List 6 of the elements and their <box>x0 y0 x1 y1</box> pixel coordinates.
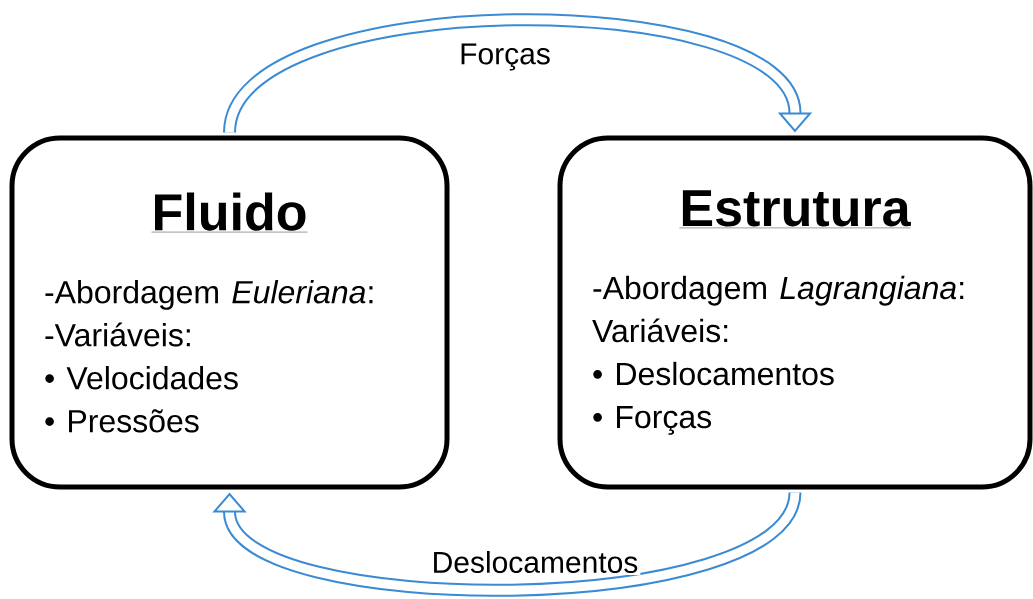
curved-arrow <box>223 13 813 135</box>
rounded-box: Fluido -Abordagem Euleriana: -Variáveis: • Velocidades • Pressões <box>9 135 450 490</box>
rounded-box: Estrutura -Abordagem Lagrangiana: Variáveis: • Deslocamentos • Forças <box>557 135 1033 490</box>
curved-arrow <box>212 490 802 597</box>
edge-label: Forças <box>457 41 553 73</box>
edge-label: Deslocamentos <box>429 549 641 575</box>
